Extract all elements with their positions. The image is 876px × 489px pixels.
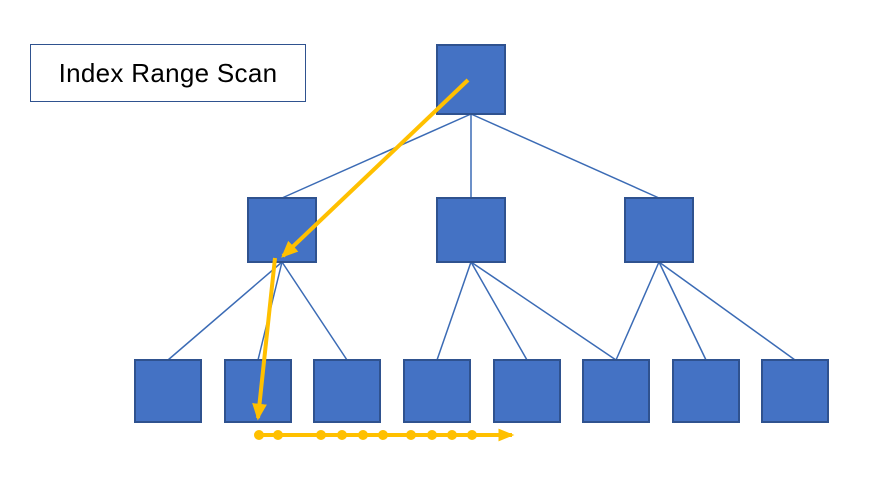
tree-edge [470, 261, 617, 361]
internal-node-2[interactable] [436, 197, 506, 263]
tree-edge [281, 261, 348, 361]
scan-line-dot-4 [337, 430, 347, 440]
leaf-node-1[interactable] [134, 359, 202, 423]
internal-node-1[interactable] [247, 197, 317, 263]
leaf-node-8[interactable] [761, 359, 829, 423]
scan-line-dot-5 [358, 430, 368, 440]
scan-line-dot-9 [447, 430, 457, 440]
leaf-node-3[interactable] [313, 359, 381, 423]
tree-edge [658, 261, 796, 361]
tree-edge [470, 261, 528, 361]
tree-edge [167, 261, 283, 361]
index-traversal-arrow [252, 78, 470, 421]
leaf-node-5[interactable] [493, 359, 561, 423]
traversal-segment-1 [281, 78, 470, 258]
tree-edge [615, 261, 660, 361]
legend-box: Index Range Scan [30, 44, 306, 102]
tree-edge [436, 261, 472, 361]
legend-label: Index Range Scan [58, 57, 278, 88]
scan-line-dot-2 [273, 430, 283, 440]
range-scan-line [254, 428, 515, 442]
leaf-node-4[interactable] [403, 359, 471, 423]
scan-line-dot-7 [406, 430, 416, 440]
internal-node-3[interactable] [624, 197, 694, 263]
scan-line-dot-3 [316, 430, 326, 440]
scan-line-dot-10 [467, 430, 477, 440]
tree-edge [658, 261, 707, 361]
scan-line-dot-1 [254, 430, 264, 440]
tree-edge [470, 113, 660, 199]
tree-edge [281, 113, 472, 199]
traversal-segment-2 [252, 257, 277, 421]
root-node[interactable] [436, 44, 506, 115]
scan-line-dot-8 [427, 430, 437, 440]
tree-nodes [134, 44, 829, 423]
leaf-node-6[interactable] [582, 359, 650, 423]
leaf-node-7[interactable] [672, 359, 740, 423]
scan-line-dot-6 [378, 430, 388, 440]
